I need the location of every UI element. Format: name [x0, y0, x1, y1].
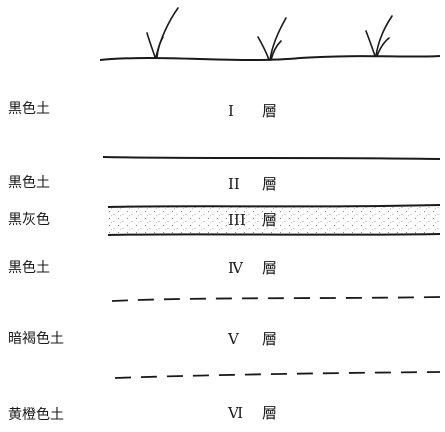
- stipple-band-layer-3: [108, 205, 440, 235]
- layer-numeral: Ⅳ: [228, 259, 243, 277]
- soil-label-layer-1: 黒色土: [8, 101, 50, 117]
- layer-word: 層: [262, 211, 278, 229]
- soil-label-layer-4: 黒色土: [8, 260, 50, 276]
- layer-word: 層: [262, 404, 278, 422]
- soil-label-layer-5: 暗褐色土: [8, 331, 64, 347]
- soil-label-layer-3: 黒灰色: [8, 212, 50, 228]
- layer-numeral: I: [228, 102, 234, 120]
- layer-label-3: III 層: [228, 211, 277, 229]
- soil-label-layer-2: 黒色土: [8, 175, 50, 191]
- boundary-line-3: [107, 233, 441, 236]
- ground-surface-line: [99, 55, 441, 61]
- layer-numeral: Ⅵ: [228, 404, 244, 422]
- soil-label-layer-6: 黄橙色土: [8, 407, 64, 423]
- layer-label-2: II 層: [228, 175, 277, 193]
- layer-word: 層: [262, 102, 278, 120]
- boundary-dashed-2: [114, 371, 441, 379]
- boundary-line-2: [107, 204, 441, 208]
- grass-tuft-icon: [257, 17, 287, 61]
- layer-word: 層: [262, 259, 278, 277]
- layer-word: 層: [262, 175, 278, 193]
- grass-tuft-icon: [365, 15, 393, 57]
- layer-numeral: II: [228, 175, 240, 193]
- boundary-dashed-1: [111, 296, 441, 302]
- layer-word: 層: [262, 330, 278, 348]
- grass-tuft-icon: [146, 7, 179, 58]
- boundary-line-1: [102, 156, 441, 160]
- layer-numeral: III: [228, 211, 246, 229]
- layer-numeral: V: [228, 330, 239, 348]
